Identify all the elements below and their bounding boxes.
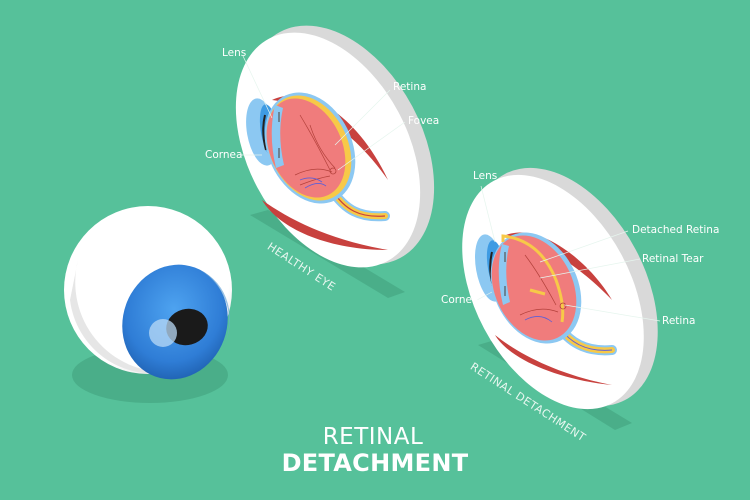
title-line-2: DETACHMENT — [281, 449, 469, 477]
label-lens-detached: Lens — [473, 170, 498, 182]
eyeball-3d — [64, 206, 232, 403]
leader-retina — [334, 89, 391, 146]
title-line-1: RETINAL — [322, 424, 424, 450]
leader-lens — [242, 55, 273, 119]
label-detached-retina: Detached Retina — [632, 224, 720, 236]
label-retinal-tear: Retinal Tear — [642, 253, 704, 265]
label-cornea-healthy: Cornea — [205, 149, 243, 161]
label-lens-healthy: Lens — [222, 47, 247, 59]
leader-retina-2 — [564, 304, 661, 322]
label-cornea-detached: Cornea — [441, 294, 479, 306]
leader-lens-2 — [480, 185, 496, 243]
leader-detached-retina — [539, 230, 629, 263]
detached-eye-disc — [462, 167, 661, 410]
leader-fovea — [337, 121, 406, 171]
label-retina-healthy: Retina — [393, 81, 427, 93]
leader-cornea-2 — [476, 291, 493, 301]
leader-retinal-tear — [539, 258, 641, 279]
label-retina-detached: Retina — [662, 315, 696, 327]
healthy-eye-disc — [235, 25, 435, 268]
label-fovea-healthy: Fovea — [408, 115, 440, 127]
